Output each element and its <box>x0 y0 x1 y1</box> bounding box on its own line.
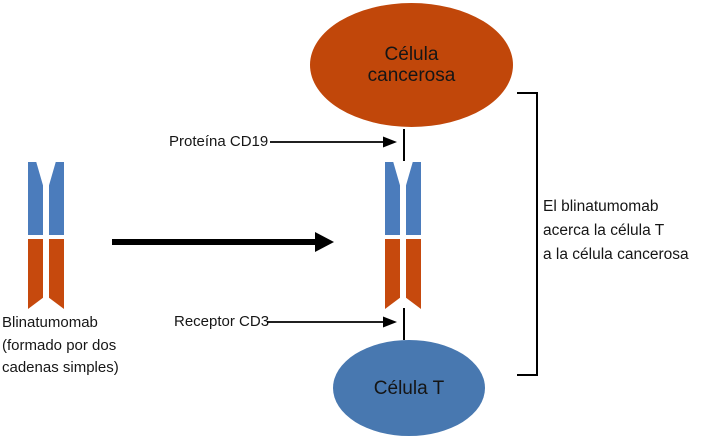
bracket-note-line1: El blinatumomab <box>543 198 659 215</box>
bracket-bottom-tick <box>517 374 538 376</box>
t-cell-ellipse: Célula T <box>333 340 485 436</box>
orange-chain-left-shape <box>28 239 43 309</box>
bridging-molecule <box>385 162 421 309</box>
t-cell-label: Célula T <box>373 377 445 399</box>
blue-chain-left-shape <box>385 162 400 235</box>
blinatumomab-caption-line2: (formado por dos <box>2 336 117 354</box>
blinatumomab-caption-line3: cadenas simples) <box>2 359 119 376</box>
cd19-pointer-arrow-icon <box>270 136 397 148</box>
bracket-vertical-line <box>536 92 538 376</box>
orange-chain-left-shape <box>385 239 400 309</box>
blinatumomab-caption-line1: Blinatumomab <box>2 314 98 331</box>
blue-chain-left-shape <box>28 162 43 235</box>
cd3-label: Receptor CD3 <box>174 313 270 330</box>
bracket-note-line2: acerca la célula T <box>543 222 665 239</box>
cd19-label: Proteína CD19 <box>169 133 269 150</box>
blue-chain-right-shape <box>49 162 64 235</box>
cd3-pointer-arrow-icon <box>267 316 397 328</box>
orange-chain-right-shape <box>49 239 64 309</box>
bracket-note-line3: a la célula cancerosa <box>543 246 689 263</box>
blinatumomab-caption: Blinatumomab (formado por dos cadenas si… <box>2 312 119 380</box>
cancer-cell-label-line1: Célula <box>384 44 439 65</box>
blinatumomab-molecule <box>28 162 64 309</box>
bracket-note: El blinatumomab acerca la célula T a la … <box>543 195 689 267</box>
cd19-connector-line <box>403 129 405 161</box>
cancer-cell-label: Célula cancerosa <box>368 44 456 86</box>
blue-chain-right-shape <box>406 162 421 235</box>
cancer-cell-label-line2: cancerosa <box>367 65 456 86</box>
orange-chain-right-shape <box>406 239 421 309</box>
bracket-top-tick <box>517 92 538 94</box>
cd3-connector-line <box>403 308 405 340</box>
transition-right-arrow-icon <box>112 232 334 252</box>
cancer-cell-ellipse: Célula cancerosa <box>310 3 513 127</box>
